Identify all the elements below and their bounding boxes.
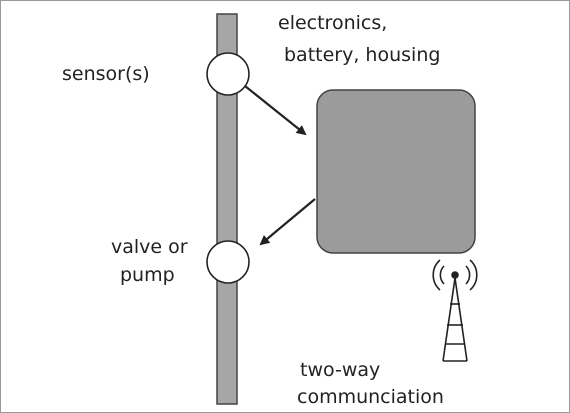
- communication-label: communciation: [297, 386, 444, 408]
- valve-label: valve or: [111, 236, 188, 258]
- two-way-label: two-way: [300, 359, 381, 381]
- arrow-housing-to-valve: [259, 198, 316, 246]
- sensor-node: [206, 52, 250, 96]
- pipe: [216, 13, 238, 405]
- electronics-housing: [316, 89, 476, 254]
- arrow-sensor-to-housing: [244, 85, 307, 136]
- electronics-label: electronics,: [278, 12, 388, 34]
- antenna-tower-icon: [432, 259, 478, 362]
- battery-housing-label: battery, housing: [284, 44, 441, 66]
- valve-pump-node: [206, 240, 250, 284]
- pump-label: pump: [120, 264, 175, 286]
- sensor-label: sensor(s): [62, 63, 150, 85]
